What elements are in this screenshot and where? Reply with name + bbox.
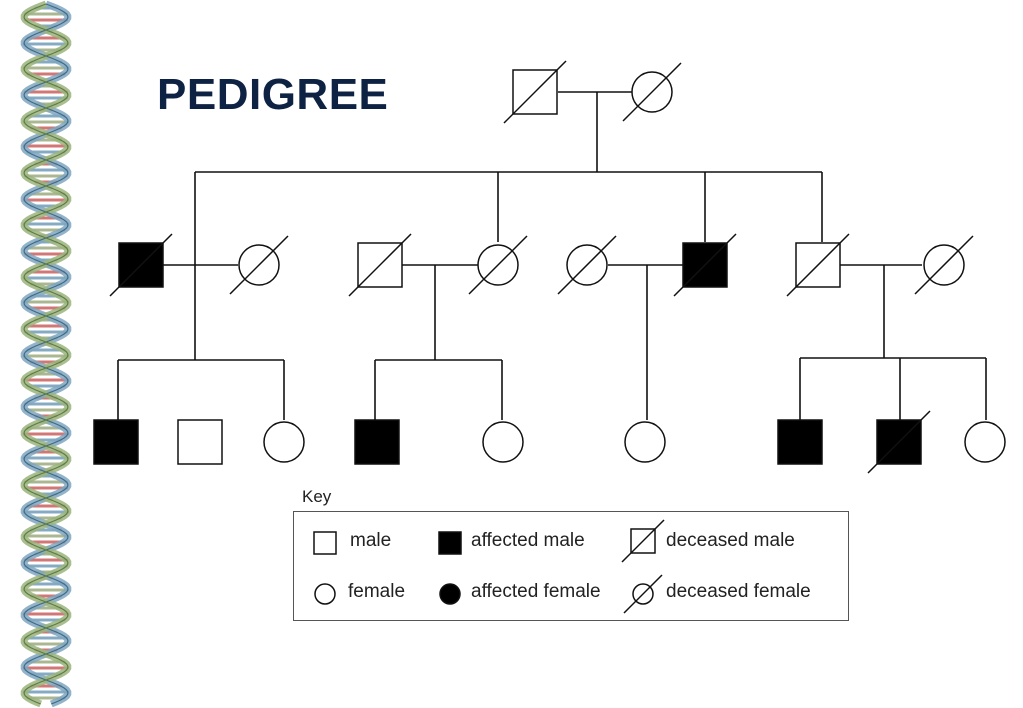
key-label-deceased-female: deceased female xyxy=(666,581,811,602)
affected-female-circle xyxy=(439,583,461,605)
key-label-deceased-male: deceased male xyxy=(666,530,795,551)
key-symbols xyxy=(313,519,665,614)
key-label-affected-female: affected female xyxy=(471,581,601,602)
deceased-slash xyxy=(867,410,931,474)
deceased-slash xyxy=(229,235,289,295)
dna-helix-decoration xyxy=(20,0,72,708)
key-symbol-crossed-square xyxy=(621,519,665,563)
pedigree-symbols xyxy=(93,60,1006,474)
key-box xyxy=(293,511,849,621)
deceased-slash xyxy=(623,574,663,614)
person-g2-son-c xyxy=(673,233,737,297)
female-circle xyxy=(964,421,1006,463)
deceased-slash xyxy=(348,233,412,297)
deceased-slash xyxy=(673,233,737,297)
person-g3-b2 xyxy=(482,421,524,463)
key-symbol-filled-circle xyxy=(439,583,461,605)
key-label-affected-male: affected male xyxy=(471,530,585,551)
affected-male-square xyxy=(777,419,823,465)
deceased-slash xyxy=(786,233,850,297)
person-g2-spouse-a xyxy=(229,235,289,295)
deceased-slash xyxy=(914,235,974,295)
person-g3-d2 xyxy=(867,410,931,474)
deceased-slash xyxy=(503,60,567,124)
person-g2-daughter-b xyxy=(468,235,528,295)
key-caption: Key xyxy=(302,487,332,506)
person-g3-a2 xyxy=(177,419,223,465)
person-g2-son-a xyxy=(109,233,173,297)
person-g3-a3 xyxy=(263,421,305,463)
pedigree-lines xyxy=(117,91,987,420)
page-title: PEDIGREE xyxy=(157,70,389,119)
affected-male-square xyxy=(438,531,462,555)
person-g3-c1 xyxy=(624,421,666,463)
person-g1-mother xyxy=(622,62,682,122)
affected-male-square xyxy=(354,419,400,465)
person-g2-spouse-d xyxy=(914,235,974,295)
deceased-slash xyxy=(557,235,617,295)
person-g2-spouse-c xyxy=(557,235,617,295)
key-symbol-crossed-circle xyxy=(623,574,663,614)
helix-strand-edge xyxy=(23,3,69,705)
person-g2-spouse-b xyxy=(348,233,412,297)
key-symbol-circle xyxy=(314,583,336,605)
person-g3-d3 xyxy=(964,421,1006,463)
deceased-slash xyxy=(621,519,665,563)
person-g2-son-d xyxy=(786,233,850,297)
deceased-slash xyxy=(468,235,528,295)
female-circle xyxy=(482,421,524,463)
key-symbol-square xyxy=(313,531,337,555)
affected-male-square xyxy=(93,419,139,465)
male-square xyxy=(313,531,337,555)
female-circle xyxy=(624,421,666,463)
female-circle xyxy=(314,583,336,605)
person-g1-father xyxy=(503,60,567,124)
deceased-slash xyxy=(109,233,173,297)
key-symbol-filled-square xyxy=(438,531,462,555)
person-g3-a1 xyxy=(93,419,139,465)
person-g3-b1 xyxy=(354,419,400,465)
key-label-female: female xyxy=(348,581,406,602)
key-label-male: male xyxy=(350,530,392,551)
deceased-slash xyxy=(622,62,682,122)
helix-strand-edge xyxy=(23,3,69,705)
person-g3-d1 xyxy=(777,419,823,465)
female-circle xyxy=(263,421,305,463)
male-square xyxy=(177,419,223,465)
